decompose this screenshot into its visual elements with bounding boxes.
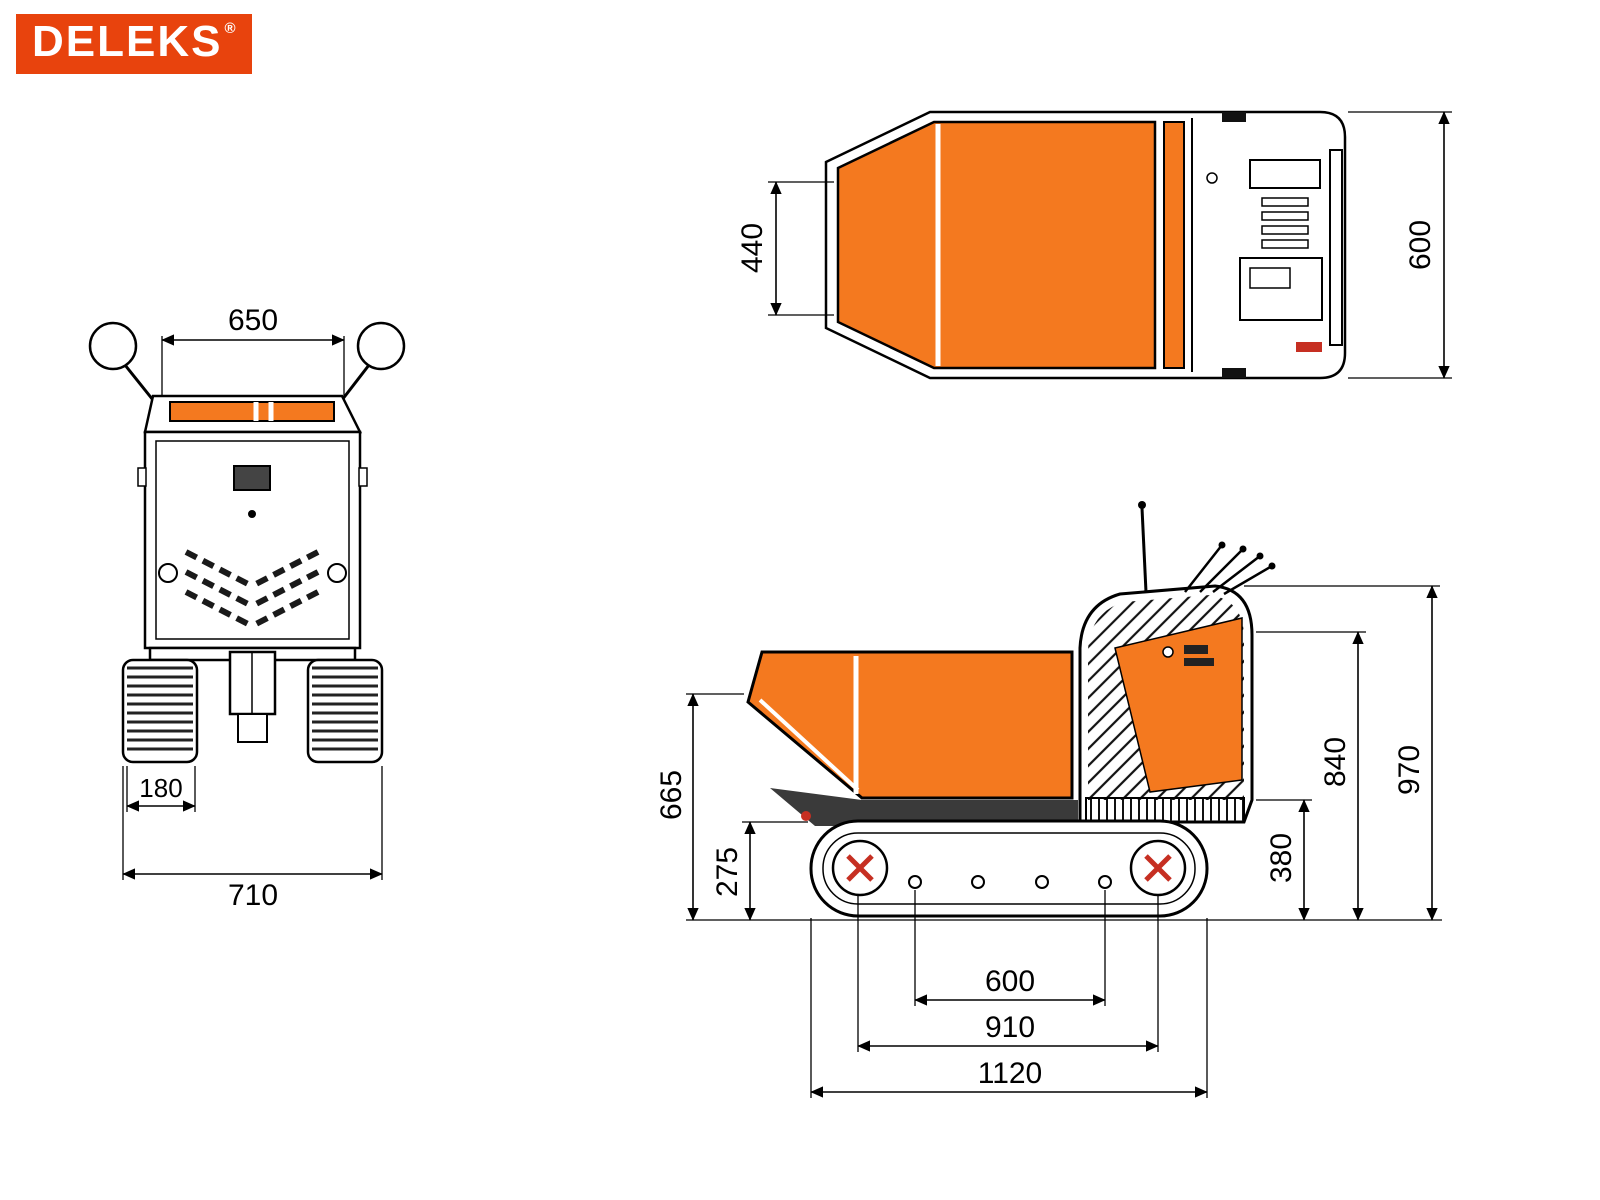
registered-mark: ® bbox=[224, 20, 236, 37]
dim-top-width: 650 bbox=[228, 304, 278, 337]
side-view: 665 275 840 970 bbox=[655, 501, 1442, 1098]
dim-180: 180 bbox=[126, 766, 196, 812]
body-inner-frame bbox=[155, 440, 350, 640]
dim-overall-height: 970 bbox=[1393, 745, 1426, 795]
deleks-logo: DELEKS ® bbox=[16, 14, 252, 75]
right-mirror bbox=[356, 321, 406, 371]
dim-650: 650 bbox=[161, 304, 345, 396]
track-right bbox=[306, 658, 384, 764]
track-side bbox=[809, 819, 1209, 918]
skip-chute bbox=[770, 788, 1078, 826]
dim-710: 710 bbox=[122, 766, 383, 912]
vent-box bbox=[233, 465, 271, 491]
panel-label-block2 bbox=[1184, 658, 1214, 666]
sprocket-rear bbox=[1129, 839, 1187, 897]
engine-deck bbox=[1191, 112, 1343, 378]
center-frame bbox=[228, 650, 277, 743]
front-view: 650 bbox=[88, 304, 406, 912]
mirror-arm-right bbox=[340, 364, 371, 401]
sprocket-front bbox=[831, 839, 889, 897]
mirror-arm-left bbox=[123, 364, 155, 401]
control-levers bbox=[1138, 501, 1276, 596]
road-wheel bbox=[1035, 875, 1049, 889]
dim-665: 665 bbox=[655, 693, 744, 921]
sprocket-marks bbox=[846, 854, 1172, 882]
top-view: 440 600 bbox=[736, 110, 1452, 380]
road-wheel bbox=[908, 875, 922, 889]
dim-roller-spacing: 600 bbox=[985, 965, 1035, 998]
dim-track-height: 275 bbox=[711, 847, 744, 897]
road-wheel bbox=[971, 875, 985, 889]
side-tab-left bbox=[137, 467, 147, 487]
dim-body-height: 840 bbox=[1319, 737, 1352, 787]
dim-overall-length: 1120 bbox=[978, 1057, 1043, 1090]
track-left bbox=[121, 658, 199, 764]
track-treads-left bbox=[127, 666, 193, 751]
dim-top-overall-width: 600 bbox=[1404, 220, 1437, 270]
track-outline bbox=[809, 819, 1209, 918]
side-tab-right bbox=[358, 467, 368, 487]
hopper-strip bbox=[169, 401, 335, 422]
dim-track-width: 180 bbox=[139, 773, 182, 803]
panel-knob bbox=[1162, 646, 1174, 658]
dim-910: 910 bbox=[857, 896, 1159, 1052]
dim-sprocket-spacing: 910 bbox=[985, 1011, 1035, 1044]
antenna-lever-tip bbox=[1138, 501, 1146, 509]
dim-440: 440 bbox=[736, 181, 834, 316]
dim-840: 840 bbox=[1256, 631, 1366, 921]
dim-380: 380 bbox=[1256, 799, 1312, 921]
dim-275: 275 bbox=[711, 821, 808, 921]
dim-600-top: 600 bbox=[1348, 111, 1452, 379]
dim-skip-height: 665 bbox=[655, 770, 688, 820]
dim-600-bottom: 600 bbox=[914, 890, 1106, 1006]
dim-hopper-front-width: 440 bbox=[736, 223, 769, 273]
track-inner bbox=[822, 832, 1196, 905]
track-treads-right bbox=[312, 666, 378, 751]
body-outline bbox=[143, 430, 362, 650]
road-wheel bbox=[1098, 875, 1112, 889]
panel-label-block bbox=[1184, 645, 1208, 654]
hopper-strip-top bbox=[1163, 121, 1185, 369]
footplate bbox=[1085, 797, 1245, 823]
center-bolt bbox=[248, 510, 256, 518]
logo-text: DELEKS bbox=[32, 17, 223, 66]
bolt-right bbox=[327, 563, 347, 583]
engine-grille bbox=[184, 549, 320, 627]
dim-970: 970 bbox=[1244, 585, 1440, 921]
dim-1120: 1120 bbox=[810, 918, 1208, 1098]
left-mirror bbox=[88, 321, 138, 371]
dim-overall-width: 710 bbox=[228, 879, 278, 912]
dim-rear-height: 380 bbox=[1265, 833, 1298, 883]
skip bbox=[746, 650, 1074, 800]
bolt-left bbox=[158, 563, 178, 583]
hopper-top bbox=[836, 120, 1157, 370]
deck-red-detail bbox=[1296, 342, 1322, 352]
pivot-pin bbox=[801, 811, 811, 821]
